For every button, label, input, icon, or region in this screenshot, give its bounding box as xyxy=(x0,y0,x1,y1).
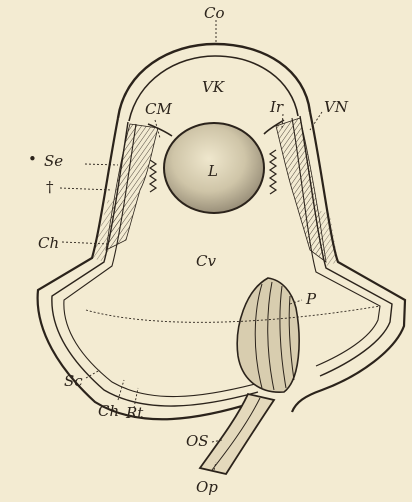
label-ciliary-muscle: CM xyxy=(145,100,172,118)
label-anterior-chamber: VK xyxy=(202,78,225,96)
label-optic-sheath: OS xyxy=(186,432,209,450)
label-retina: Rt xyxy=(125,404,144,422)
label-vn: VN xyxy=(324,98,349,116)
label-lens: L xyxy=(207,162,218,180)
label-choroid-lower: Ch xyxy=(98,402,119,420)
label-iris: Ir xyxy=(269,98,284,116)
ciliary-process-right xyxy=(270,150,276,194)
ciliary-region-right xyxy=(276,118,326,262)
ciliary-process-left xyxy=(150,160,156,192)
label-optic-nerve: Op xyxy=(196,478,218,496)
label-sclerotic: Sc xyxy=(64,372,83,390)
label-cornea: Co xyxy=(204,4,225,22)
label-sclerotic-ring: Se xyxy=(44,152,63,170)
label-bullet: • xyxy=(28,150,37,168)
label-dagger: † xyxy=(46,178,54,196)
sclera-outer-right xyxy=(292,112,405,412)
ora-line xyxy=(86,306,380,322)
label-pecten: P xyxy=(305,290,317,308)
optic-nerve xyxy=(200,394,274,474)
label-choroid-upper: Ch xyxy=(38,234,59,252)
label-vitreous-chamber: Cv xyxy=(196,252,216,270)
